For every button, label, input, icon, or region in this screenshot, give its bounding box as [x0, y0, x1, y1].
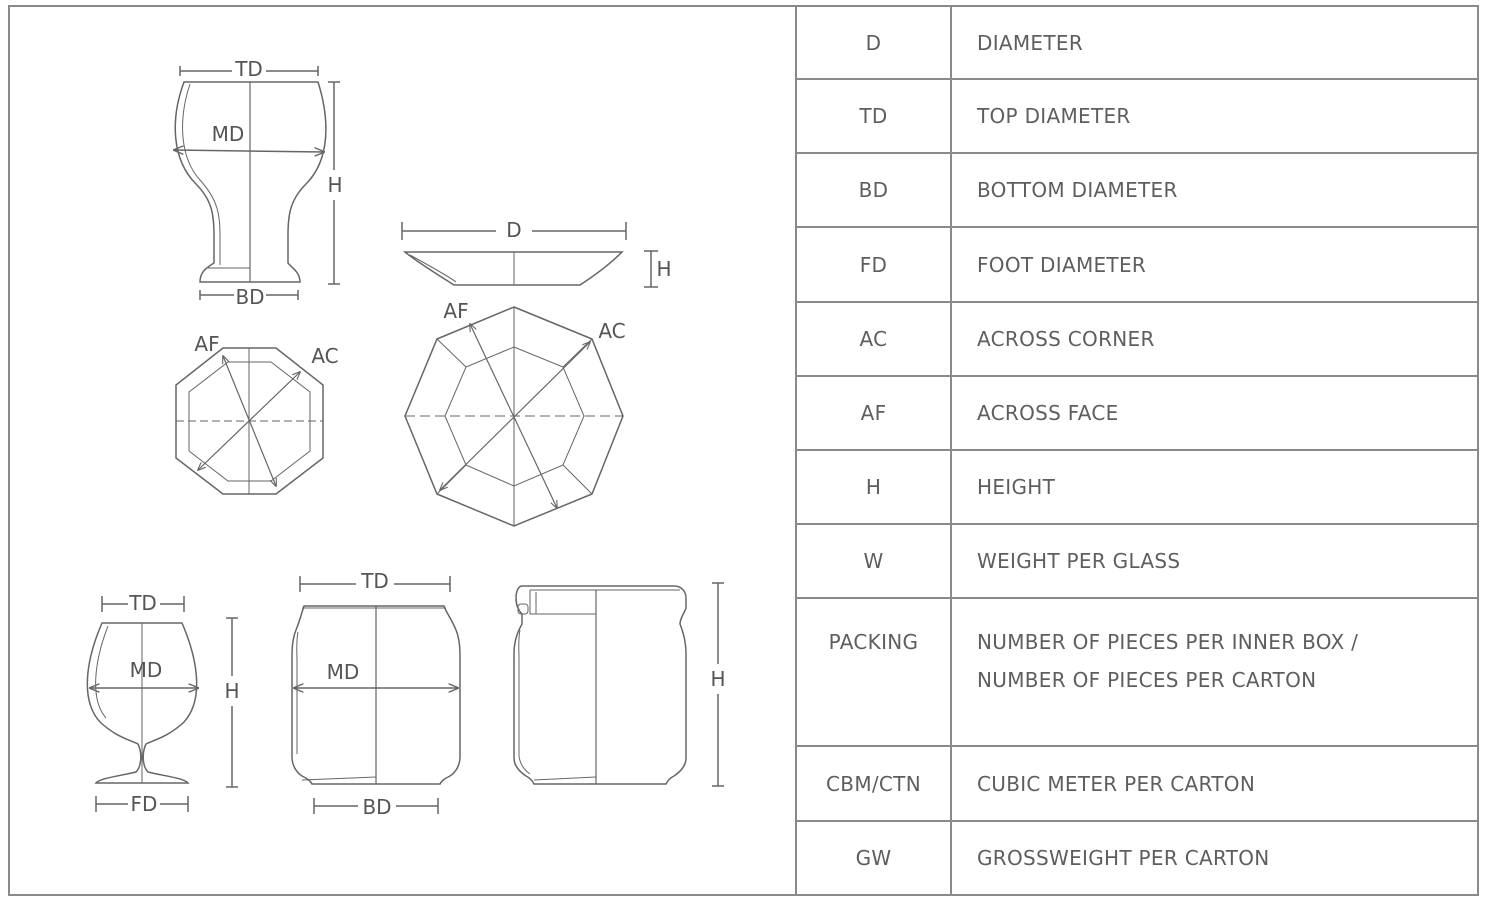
legend-desc: NUMBER OF PIECES PER INNER BOX / NUMBER …: [951, 598, 1479, 747]
large-octagon-ac-label: AC: [598, 319, 625, 343]
snifter-h-label: H: [224, 679, 239, 703]
goblet-bd-label: BD: [235, 285, 264, 309]
small-octagon-drawing: [175, 347, 324, 495]
large-octagon-drawing: [404, 306, 624, 527]
tumbler-md-label: MD: [327, 660, 360, 684]
legend-row-gw: GW GROSSWEIGHT PER CARTON: [797, 821, 1479, 894]
goblet-h-label: H: [327, 173, 342, 197]
small-octagon-ac-label: AC: [311, 344, 338, 368]
legend-desc-line-2: NUMBER OF PIECES PER CARTON: [977, 668, 1317, 692]
legend-desc: ACROSS FACE: [951, 376, 1479, 451]
goblet-td-label: TD: [234, 57, 263, 81]
tumbler-td-label: TD: [360, 569, 389, 593]
panel-divider: [795, 5, 797, 896]
legend-abbr: AC: [797, 302, 952, 377]
snifter-fd-label: FD: [131, 792, 158, 816]
goblet-md-label: MD: [212, 122, 245, 146]
legend-desc: WEIGHT PER GLASS: [951, 524, 1479, 599]
legend-desc: DIAMETER: [951, 7, 1479, 80]
legend-abbr: AF: [797, 376, 952, 451]
legend-row-fd: FD FOOT DIAMETER: [797, 227, 1479, 303]
snifter-md-label: MD: [130, 658, 163, 682]
legend-desc: BOTTOM DIAMETER: [951, 153, 1479, 228]
legend-row-ac: AC ACROSS CORNER: [797, 302, 1479, 377]
legend-row-bd: BD BOTTOM DIAMETER: [797, 153, 1479, 228]
snifter-drawing: [86, 596, 238, 812]
legend-abbr: GW: [797, 821, 952, 894]
legend-desc: FOOT DIAMETER: [951, 227, 1479, 303]
legend-desc: GROSSWEIGHT PER CARTON: [977, 846, 1270, 870]
legend-row-packing: PACKING NUMBER OF PIECES PER INNER BOX /…: [797, 598, 1479, 747]
jar-h-label: H: [710, 667, 725, 691]
legend-abbr: FD: [797, 227, 952, 303]
tumbler-bd-label: BD: [362, 795, 391, 819]
small-octagon-af-label: AF: [194, 332, 219, 356]
legend-row-h: H HEIGHT: [797, 450, 1479, 525]
jar-drawing: [513, 582, 724, 787]
legend-desc: TOP DIAMETER: [951, 79, 1479, 154]
legend-row-af: AF ACROSS FACE: [797, 376, 1479, 451]
snifter-td-label: TD: [128, 591, 157, 615]
plate-d-label: D: [506, 218, 521, 242]
legend-abbr: D: [797, 7, 952, 80]
legend-row-w: W WEIGHT PER GLASS: [797, 524, 1479, 599]
legend-abbr: CBM/CTN: [797, 746, 952, 822]
legend-abbr: BD: [797, 153, 952, 228]
legend-row-cbm-ctn: CBM/CTN CUBIC METER PER CARTON: [797, 746, 1479, 822]
legend-row-td: TD TOP DIAMETER: [797, 79, 1479, 154]
plate-side-drawing: [401, 222, 658, 288]
legend-desc: ACROSS CORNER: [951, 302, 1479, 377]
legend-desc-line-1: NUMBER OF PIECES PER INNER BOX /: [977, 630, 1359, 654]
legend-row-d: D DIAMETER: [797, 7, 1479, 80]
goblet-drawing: [174, 66, 340, 300]
plate-h-label: H: [656, 257, 671, 281]
legend-desc: HEIGHT: [951, 450, 1479, 525]
legend-abbr: PACKING: [797, 598, 952, 747]
abbreviation-legend-table: D DIAMETER TD TOP DIAMETER BD BOTTOM DIA…: [797, 7, 1479, 894]
dimension-diagrams: TD MD H BD D H AF AC AF AC: [86, 57, 726, 819]
large-octagon-af-label: AF: [443, 299, 468, 323]
legend-abbr: H: [797, 450, 952, 525]
tumbler-drawing: [291, 576, 461, 814]
legend-abbr: W: [797, 524, 952, 599]
legend-abbr: TD: [797, 79, 952, 154]
legend-desc: CUBIC METER PER CARTON: [951, 746, 1479, 822]
